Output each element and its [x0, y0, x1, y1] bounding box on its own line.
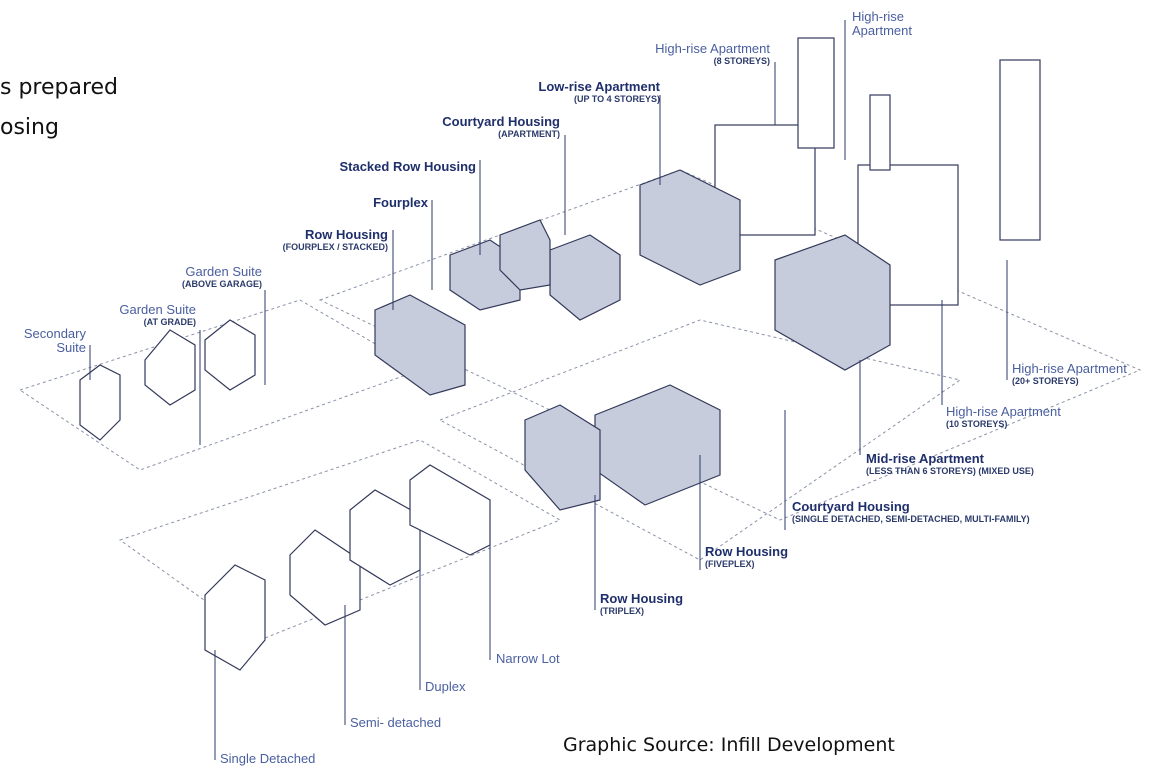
label-row-triplex: Row Housing (TRIPLEX) [600, 591, 684, 617]
label-row-fiveplex: Row Housing (FIVEPLEX) [705, 544, 789, 570]
building [549, 234, 621, 321]
building [797, 37, 835, 149]
building [524, 404, 601, 511]
building [499, 219, 551, 291]
label-fourplex: Fourplex [373, 195, 428, 210]
building [374, 294, 466, 396]
building [79, 364, 121, 441]
caption-line-1: s prepared [0, 75, 119, 100]
label-high-rise-top: High-rise Apartment [852, 9, 912, 38]
building [204, 319, 256, 391]
leader-lines [89, 20, 1008, 760]
label-narrow-lot: Narrow Lot [496, 651, 560, 666]
building [594, 384, 721, 506]
label-low-rise: Low-rise Apartment (UP TO 4 STOREYS) [538, 79, 660, 105]
building [144, 329, 196, 406]
label-secondary-suite: Secondary Suite [23, 326, 86, 355]
building [289, 529, 361, 626]
block-outline [118, 439, 562, 641]
label-garden-above: Garden Suite (ABOVE GARAGE) [181, 264, 262, 290]
label-garden-grade: Garden Suite (AT GRADE) [119, 302, 196, 328]
label-courtyard-apt: Courtyard Housing (APARTMENT) [442, 114, 560, 140]
label-stacked-row: Stacked Row Housing [339, 159, 476, 174]
label-high-rise-20: High-rise Apartment (20+ STOREYS) [1012, 361, 1127, 387]
block-outline [318, 169, 1142, 521]
building [999, 59, 1041, 241]
label-duplex: Duplex [425, 679, 466, 694]
caption-line-2: osing [0, 115, 59, 140]
label-row-fourplex: Row Housing (FOURPLEX / STACKED) [282, 227, 388, 253]
label-high-rise-10: High-rise Apartment (10 STOREYS) [946, 404, 1061, 430]
label-high-rise-8: High-rise Apartment (8 STOREYS) [655, 41, 770, 67]
building [409, 464, 491, 556]
building [774, 234, 891, 371]
building [639, 169, 741, 286]
building [869, 94, 891, 171]
label-single-detached: Single Detached [220, 751, 316, 766]
buildings [79, 37, 1041, 671]
label-courtyard-single: Courtyard Housing (SINGLE DETACHED, SEMI… [792, 499, 1030, 525]
block-outline [438, 319, 962, 561]
label-mid-rise: Mid-rise Apartment (LESS THAN 6 STOREYS)… [866, 451, 1034, 477]
building [204, 564, 266, 671]
label-semi-detached: Semi- detached [350, 715, 442, 730]
graphic-source: Graphic Source: Infill Development [563, 734, 895, 756]
